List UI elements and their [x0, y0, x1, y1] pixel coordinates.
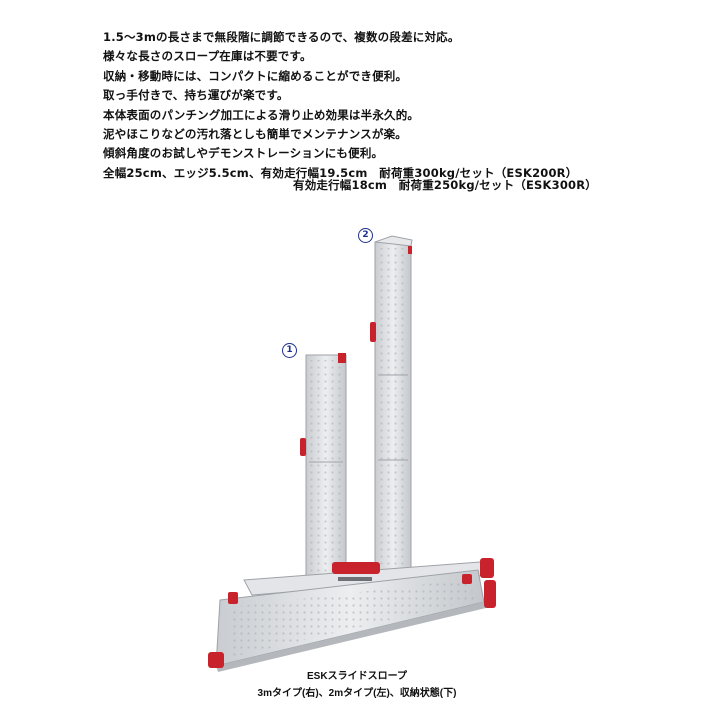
- product-photo: [208, 235, 496, 672]
- caption-title: ESKスライドスロープ: [307, 671, 407, 682]
- feature-line: 収納・移動時には、コンパクトに縮めることができ便利。: [103, 68, 408, 83]
- ramp-stacked: [208, 558, 496, 672]
- feature-line: 傾斜角度のお試しやデモンストレーションにも便利。: [103, 146, 384, 161]
- feature-line: 取っ手付きで、持ち運びが楽です。: [103, 88, 289, 103]
- feature-line: 1.5〜3mの長さまで無段階に調節できるので、複数の段差に対応。: [103, 30, 460, 44]
- spec-line-2: 有効走行幅18cm 耐荷重250kg/セット（ESK300R）: [293, 178, 597, 192]
- feature-line: 様々な長さのスロープ在庫は不要です。: [103, 49, 312, 64]
- marker-one: 1: [282, 343, 297, 358]
- caption-subtitle: 3mタイプ(右)、2mタイプ(左)、収納状態(下): [257, 688, 457, 699]
- feature-list: 1.5〜3mの長さまで無段階に調節できるので、複数の段差に対応。 様々な長さのス…: [103, 28, 703, 183]
- ramp-2m-upright: [300, 353, 347, 581]
- spec-line-1: 全幅25cm、エッジ5.5cm、有効走行幅19.5cm 耐荷重300kg/セット…: [103, 165, 578, 180]
- feature-line: 泥やほこりなどの汚れ落としも簡単でメンテナンスが楽。: [103, 127, 407, 142]
- marker-two: 2: [358, 228, 373, 243]
- feature-line: 本体表面のパンチング加工による滑り止め効果は半永久的。: [103, 107, 420, 122]
- ramp-3m-upright: [370, 235, 413, 578]
